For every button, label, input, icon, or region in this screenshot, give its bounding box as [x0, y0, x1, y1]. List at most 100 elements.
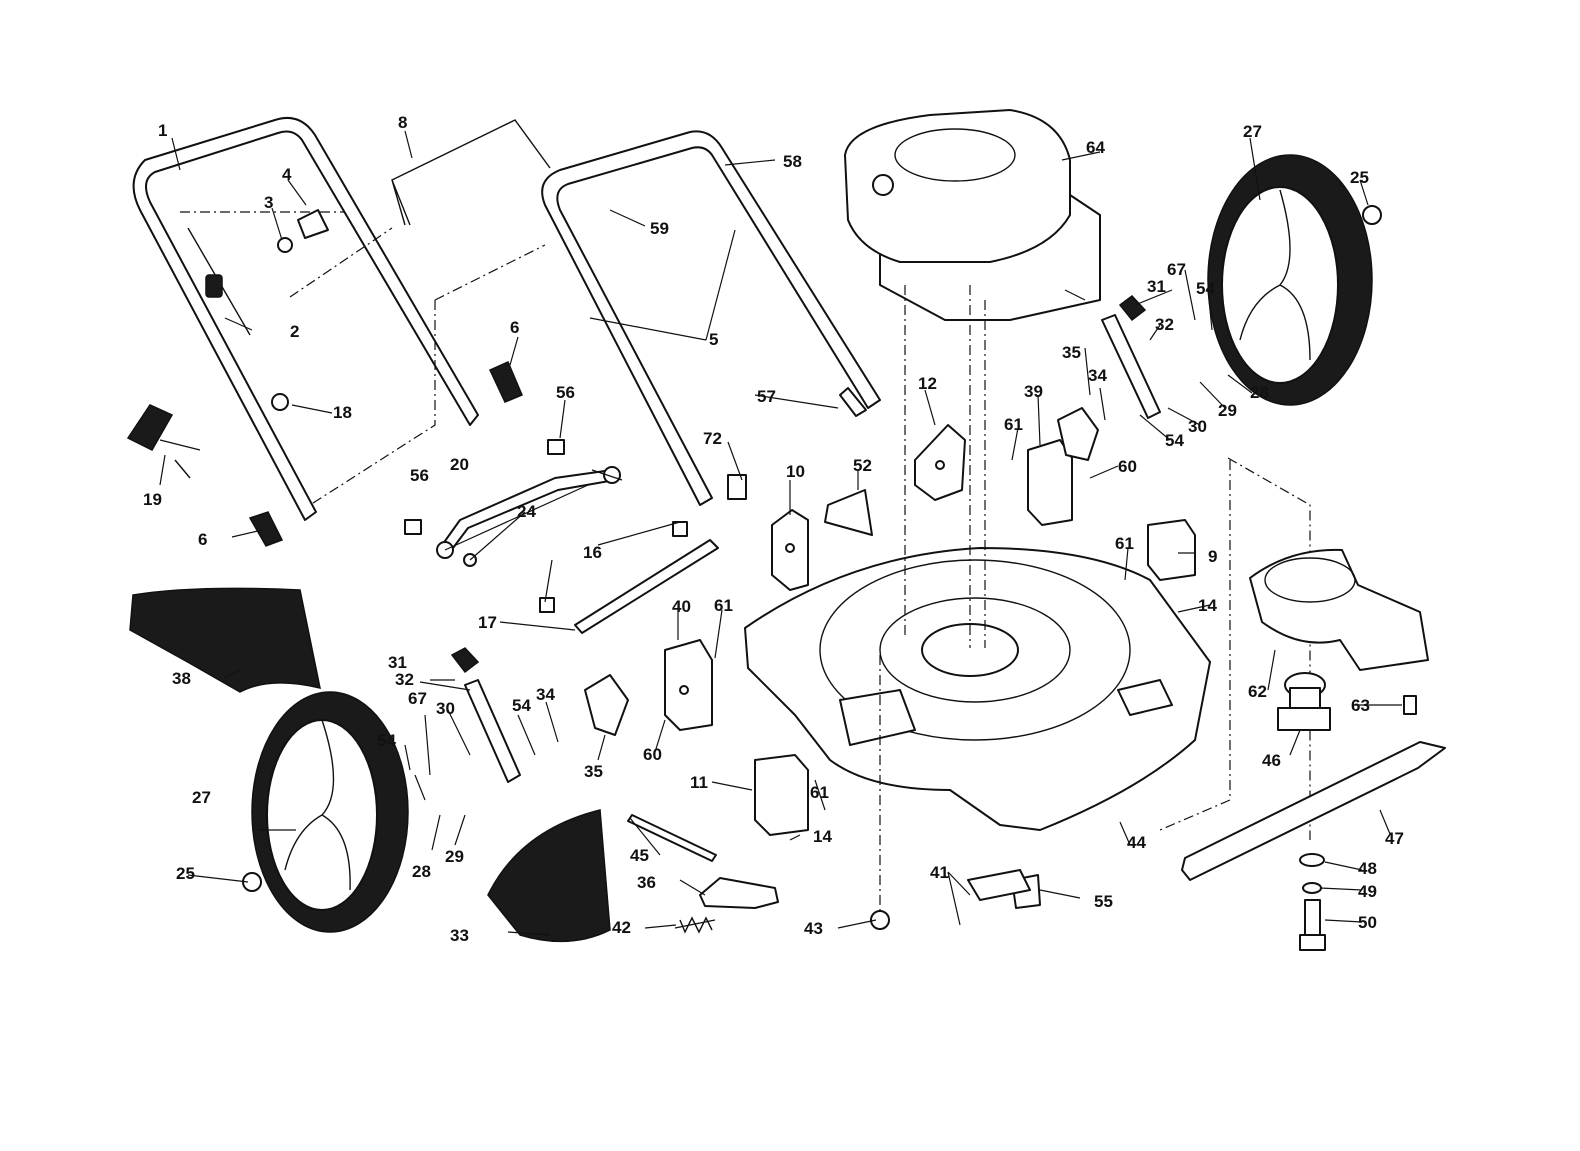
callout-43: 43	[804, 919, 823, 938]
blade-adapter-62	[1249, 548, 1429, 671]
bolt-56	[404, 439, 565, 535]
callout-27-rear: 27	[1243, 122, 1262, 141]
callout-1: 1	[158, 121, 167, 140]
callout-63: 63	[1351, 696, 1370, 715]
callout-34-left: 34	[536, 685, 555, 704]
callout-35-left: 35	[584, 762, 603, 781]
shield-41	[967, 869, 1031, 901]
callout-4: 4	[282, 165, 292, 184]
callout-9: 9	[1208, 547, 1217, 566]
callout-42: 42	[612, 918, 631, 937]
callout-6-lower: 6	[198, 530, 207, 549]
callout-3: 3	[264, 193, 273, 212]
callout-25-rear: 25	[1350, 168, 1369, 187]
callout-29-left: 29	[445, 847, 464, 866]
hinge-rod-57	[839, 387, 867, 417]
control-bail	[391, 119, 551, 226]
blade-47	[1181, 741, 1446, 881]
callout-46: 46	[1262, 751, 1281, 770]
callout-72: 72	[703, 429, 722, 448]
rear-door-33	[487, 809, 611, 943]
rear-axle-20	[436, 466, 621, 567]
callout-52: 52	[853, 456, 872, 475]
callout-14-left: 14	[813, 827, 832, 846]
callout-57: 57	[757, 387, 776, 406]
mower-deck-44	[744, 547, 1211, 831]
callout-40: 40	[672, 597, 691, 616]
callout-11: 11	[690, 773, 708, 792]
handle-knob-lower	[248, 511, 284, 547]
cable-clip-4	[297, 209, 329, 239]
handle-knob-19	[126, 404, 201, 479]
callout-34-right: 34	[1088, 366, 1107, 385]
guide-line-handle	[180, 211, 546, 506]
axle-16	[539, 521, 719, 634]
callout-50: 50	[1358, 913, 1377, 932]
callout-41: 41	[930, 863, 949, 882]
deflector-52	[824, 489, 873, 536]
callout-8: 8	[398, 113, 407, 132]
spring-42	[674, 916, 716, 934]
adjuster-sector-35-right	[1057, 407, 1099, 461]
callout-30-left: 30	[436, 699, 455, 718]
callout-45: 45	[630, 846, 649, 865]
handle-knob-upper	[488, 361, 523, 403]
callout-55: 55	[1094, 892, 1113, 911]
callout-61-a: 61	[1004, 415, 1023, 434]
screw-63	[1403, 695, 1417, 715]
callout-64: 64	[1086, 138, 1105, 157]
callout-17: 17	[478, 613, 497, 632]
hex-nut-18	[271, 393, 289, 411]
callout-28-left: 28	[412, 862, 431, 881]
callout-33: 33	[450, 926, 469, 945]
callout-16-upper: 16	[583, 543, 602, 562]
callout-32-right: 32	[1155, 315, 1174, 334]
callout-32-left: 32	[395, 670, 414, 689]
callout-49: 49	[1358, 882, 1377, 901]
callout-54-b: 54	[1165, 431, 1184, 450]
mulch-bracket-36	[699, 877, 779, 909]
callout-62: 62	[1248, 682, 1267, 701]
callout-12: 12	[918, 374, 937, 393]
nut-43	[870, 910, 890, 930]
bracket-11	[754, 754, 809, 836]
callout-60-right: 60	[1118, 457, 1137, 476]
callout-56-upper: 56	[556, 383, 575, 402]
adjuster-lever-32-left	[450, 647, 521, 783]
callout-29-right: 29	[1218, 401, 1237, 420]
callout-labels: 1 2 3 4 5 6 6 8 9 10 11 12 14 14 16 16 1…	[143, 113, 1404, 945]
callout-5: 5	[709, 330, 718, 349]
bracket-10	[771, 509, 809, 591]
callout-2: 2	[290, 322, 299, 341]
callout-28-right: 28	[1250, 383, 1269, 402]
callout-54-d: 54	[377, 731, 396, 750]
lock-washer-49	[1302, 882, 1322, 894]
wheel-27-front	[251, 691, 409, 933]
callout-35-right: 35	[1062, 343, 1081, 362]
callout-58: 58	[783, 152, 802, 171]
callout-67-left: 67	[408, 689, 427, 708]
upper-handle	[132, 116, 479, 521]
callout-56-lower: 56	[410, 466, 429, 485]
callout-24: 24	[517, 502, 536, 521]
callout-14-right: 14	[1198, 596, 1217, 615]
callout-67-right: 67	[1167, 260, 1186, 279]
callout-61-d: 61	[810, 783, 829, 802]
bracket-12	[914, 424, 966, 501]
callout-27-front: 27	[192, 788, 211, 807]
guide-line-deck	[879, 285, 1311, 920]
callout-39: 39	[1024, 382, 1043, 401]
hex-nut-25-rear	[1362, 205, 1382, 225]
grass-bag-38	[129, 587, 321, 693]
callout-61-c: 61	[714, 596, 733, 615]
callout-59: 59	[650, 219, 669, 238]
adjuster-lever-32-right	[1101, 294, 1161, 419]
lower-handle	[541, 130, 881, 506]
rod-45	[627, 814, 717, 862]
callout-54-c: 54	[512, 696, 531, 715]
callout-18: 18	[333, 403, 352, 422]
callout-31-left: 31	[388, 653, 407, 672]
callout-44: 44	[1127, 833, 1146, 852]
callout-10: 10	[786, 462, 805, 481]
